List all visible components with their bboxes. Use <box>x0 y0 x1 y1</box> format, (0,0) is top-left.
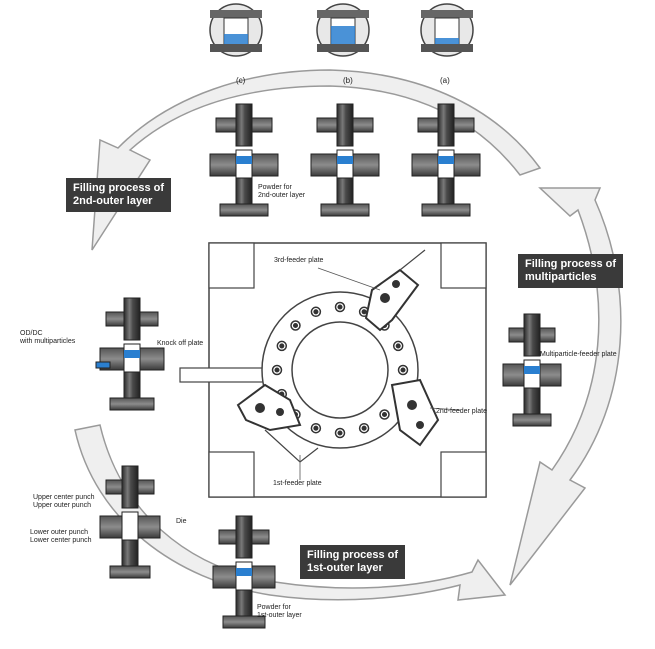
die-bore <box>124 344 140 374</box>
die-hole-center <box>396 344 400 348</box>
die-hole-center <box>338 431 342 435</box>
die-bore <box>524 360 540 390</box>
upper-punch <box>122 466 138 508</box>
upper-punch <box>337 104 353 146</box>
station-a <box>412 104 480 216</box>
station-eject <box>100 298 164 410</box>
die-hole-center <box>362 310 366 314</box>
label-upper-punches: Upper center punch Upper outer punch <box>33 494 94 510</box>
inset-powder <box>331 26 355 46</box>
upper-punch <box>438 104 454 146</box>
inset-upper-plate <box>317 10 369 18</box>
die-hole-center <box>275 368 279 372</box>
upper-punch <box>236 104 252 146</box>
label-odt: OD/DC with multiparticles <box>20 330 75 346</box>
die-hole-center <box>314 310 318 314</box>
corner-block-tr <box>441 243 486 288</box>
die-hole-center <box>294 324 298 328</box>
corner-block-br <box>441 452 486 497</box>
lower-punch-flange <box>220 204 268 216</box>
label-multiparticle-feeder: Multiparticle-feeder plate <box>540 351 617 359</box>
inset-lower-plate <box>210 44 262 52</box>
label-powder-1st: Powder for 1st-outer layer <box>257 604 302 620</box>
inset-upper-plate <box>421 10 473 18</box>
callout-second-outer: Filling process of 2nd-outer layer <box>66 178 171 212</box>
label-powder-2nd: Powder for 2nd-outer layer <box>258 184 305 200</box>
die-hole-center <box>280 344 284 348</box>
die-hole-center <box>401 368 405 372</box>
die-hole-center <box>362 426 366 430</box>
die-bore <box>122 512 138 542</box>
powder-fill <box>524 366 540 374</box>
powder-fill <box>438 156 454 164</box>
step-label-b: (b) <box>343 76 353 85</box>
upper-punch <box>524 314 540 356</box>
inset-views <box>210 4 473 56</box>
inset-view-c <box>210 4 262 56</box>
lower-punch-flange <box>110 566 150 578</box>
corner-block-tl <box>209 243 254 288</box>
lower-punch-flange <box>513 414 551 426</box>
inset-upper-plate <box>210 10 262 18</box>
step-label-c: (c) <box>236 76 245 85</box>
lower-punch-flange <box>110 398 154 410</box>
corner-block-bl <box>209 452 254 497</box>
label-lower-punches: Lower outer punch Lower center punch <box>30 529 91 545</box>
label-die: Die <box>176 518 187 526</box>
station-left-lower <box>100 466 160 578</box>
label-first-feeder: 1st-feeder plate <box>273 480 322 488</box>
upper-punch <box>236 516 252 558</box>
inset-lower-plate <box>317 44 369 52</box>
step-label-a: (a) <box>440 76 450 85</box>
die-hole-center <box>338 305 342 309</box>
lower-punch-flange <box>422 204 470 216</box>
callout-first-outer: Filling process of 1st-outer layer <box>300 545 405 579</box>
label-third-feeder: 3rd-feeder plate <box>274 257 323 265</box>
inset-lower-plate <box>421 44 473 52</box>
inset-view-b <box>317 4 369 56</box>
powder-fill <box>236 568 252 576</box>
turret-inner <box>292 322 388 418</box>
label-knock-off: Knock off plate <box>157 340 203 348</box>
ejected-tablet <box>96 362 110 368</box>
die-bore <box>236 562 252 592</box>
die-hole-center <box>383 413 387 417</box>
die-hole-center <box>314 426 318 430</box>
lower-punch-flange <box>321 204 369 216</box>
die-bore <box>337 150 353 180</box>
upper-punch <box>124 298 140 340</box>
powder-fill <box>337 156 353 164</box>
die-bore <box>236 150 252 180</box>
knock-off-bar <box>180 368 270 382</box>
station-b <box>311 104 379 216</box>
powder-fill <box>236 156 252 164</box>
powder-fill <box>124 350 140 358</box>
inset-view-a <box>421 4 473 56</box>
label-second-feeder: 2nd-feeder plate <box>436 408 487 416</box>
die-bore <box>438 150 454 180</box>
station-right <box>503 314 561 426</box>
callout-multiparticles: Filling process of multiparticles <box>518 254 623 288</box>
feeder-assembly <box>180 243 486 497</box>
